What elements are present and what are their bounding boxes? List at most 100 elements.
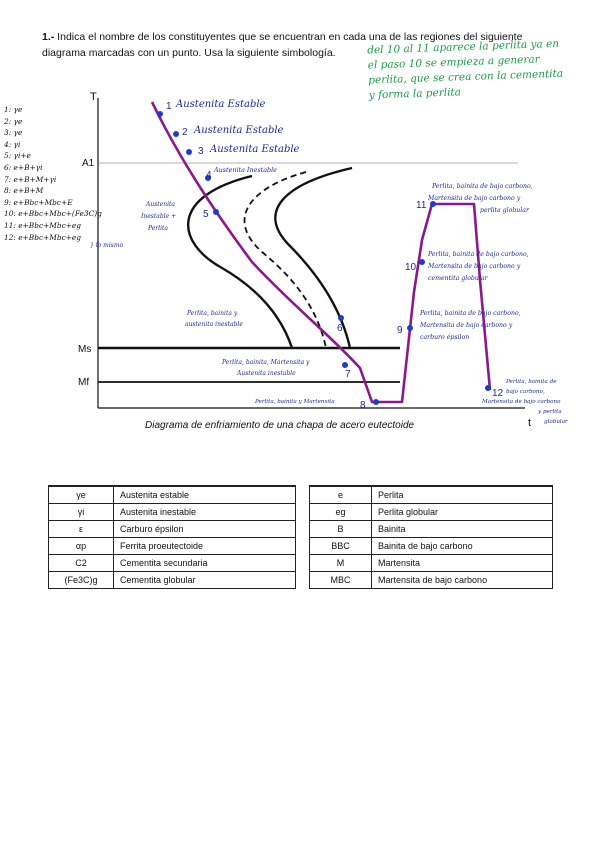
legend-item: 12: e+Bbc+Mbc+eg bbox=[4, 232, 82, 242]
legend-item: 9: e+Bbc+Mbc+E bbox=[4, 197, 73, 207]
point-number: 10 bbox=[405, 262, 417, 273]
axis-label-t: t bbox=[528, 417, 531, 429]
annotation-5: Austenita Inestable + Perlita bbox=[140, 201, 178, 232]
annotation-12: Perlita, bainita de bajo carbono, Marten… bbox=[481, 379, 568, 425]
legend-item: 10: e+Bbc+Mbc+(Fe3C)g bbox=[4, 209, 102, 219]
side-note: } lo mismo bbox=[90, 242, 124, 249]
symbol-cell: B bbox=[309, 520, 372, 538]
point-number: 5 bbox=[203, 209, 209, 220]
symbol-cell: C2 bbox=[48, 554, 114, 572]
name-cell: Perlita bbox=[371, 485, 553, 504]
point-number: 3 bbox=[198, 146, 204, 157]
legend-item: 1: γe bbox=[4, 105, 23, 114]
name-cell: Austenita estable bbox=[113, 485, 296, 504]
point-1 bbox=[157, 111, 163, 117]
name-cell: Bainita bbox=[371, 520, 553, 538]
annotation-10: Perlita, bainita de bajo carbono, Marten… bbox=[427, 251, 531, 282]
name-cell: Bainita de bajo carbono bbox=[371, 537, 553, 555]
point-9 bbox=[407, 325, 413, 331]
cooling-curve bbox=[150, 101, 492, 404]
name-cell: Ferrita proeutectoide bbox=[113, 537, 296, 555]
transformation-50-curve bbox=[243, 171, 327, 349]
point-number: 8 bbox=[360, 400, 366, 411]
point-number: 12 bbox=[492, 388, 504, 399]
symbol-cell: e bbox=[309, 485, 372, 504]
point-number: 4 bbox=[206, 170, 212, 181]
symbol-cell: γi bbox=[48, 503, 114, 521]
legend-item: 4: γi bbox=[4, 139, 21, 149]
ms-label: Ms bbox=[78, 344, 91, 355]
point-4 bbox=[205, 175, 211, 181]
legend-item: 8: e+B+M bbox=[4, 186, 44, 196]
symbol-cell: αp bbox=[48, 537, 114, 555]
symbol-cell: γe bbox=[48, 485, 114, 504]
name-cell: Martensita bbox=[371, 554, 553, 572]
point-6 bbox=[338, 315, 344, 321]
annotation-11: Perlita, bainita de bajo carbono, Marten… bbox=[427, 183, 535, 214]
a1-label: A1 bbox=[82, 158, 95, 169]
point-12 bbox=[485, 385, 491, 391]
annotation-3: Austenita Estable bbox=[209, 144, 300, 155]
handwritten-legend: 1: γe 2: γe 3: γe 4: γi 5: γi+e 6: e+B+γ… bbox=[4, 104, 102, 243]
annotation-6: Perlita, bainita y austenita inestable bbox=[185, 310, 243, 328]
point-3 bbox=[186, 149, 192, 155]
point-number: 6 bbox=[337, 323, 343, 334]
point-number: 11 bbox=[416, 200, 427, 211]
name-cell: Carburo épsilon bbox=[113, 520, 296, 538]
symbol-cell: MBC bbox=[309, 571, 372, 589]
transformation-start-curve bbox=[187, 174, 294, 349]
question-text: 1.- Indica el nombre de los constituyent… bbox=[42, 30, 542, 61]
legend-item: 2: γe bbox=[4, 116, 23, 126]
symbol-cell: BBC bbox=[309, 537, 372, 555]
point-number: 1 bbox=[166, 101, 172, 112]
annotation-4: Austenita Inestable bbox=[213, 166, 277, 174]
name-cell: Martensita de bajo carbono bbox=[371, 571, 553, 589]
mf-label: Mf bbox=[78, 377, 89, 388]
point-5 bbox=[213, 209, 219, 215]
point-number: 7 bbox=[345, 369, 351, 380]
point-2 bbox=[173, 131, 179, 137]
symbol-cell: eg bbox=[309, 503, 372, 521]
annotation-1: Austenita Estable bbox=[175, 99, 266, 110]
legend-item: 5: γi+e bbox=[4, 151, 31, 161]
symbol-cell: ε bbox=[48, 520, 114, 538]
question-body: Indica el nombre de los constituyentes q… bbox=[42, 31, 523, 59]
annotation-8: Perlita, bainita y Martensita bbox=[254, 399, 335, 405]
legend-item: 7: e+B+M+γi bbox=[4, 174, 57, 184]
transformation-end-curve bbox=[274, 166, 353, 349]
point-7 bbox=[342, 362, 348, 368]
point-10 bbox=[419, 259, 425, 265]
axis-label-T: T bbox=[90, 91, 97, 103]
legend-item: 6: e+B+γi bbox=[4, 162, 43, 172]
annotation-2: Austenita Estable bbox=[193, 125, 284, 136]
name-cell: Cementita secundaria bbox=[113, 554, 296, 572]
name-cell: Austenita inestable bbox=[113, 503, 296, 521]
annotation-9: Perlita, bainita de bajo carbono, Marten… bbox=[419, 310, 523, 341]
name-cell: Cementita globular bbox=[113, 571, 296, 589]
legend-item: 11: e+Bbc+Mbc+eg bbox=[4, 220, 82, 230]
point-11 bbox=[430, 201, 436, 207]
legend-item: 3: γe bbox=[4, 128, 23, 138]
question-number: 1.- bbox=[42, 31, 55, 43]
point-8 bbox=[373, 399, 379, 405]
point-number: 2 bbox=[182, 127, 188, 138]
annotation-7: Perlita, bainita, Martensita y Austenita… bbox=[221, 359, 311, 377]
name-cell: Perlita globular bbox=[371, 503, 553, 521]
symbol-cell: (Fe3C)g bbox=[48, 571, 114, 589]
cooling-diagram: T t A1 Ms Mf 1 2 3 4 5 6 7 8 9 10 11 12 … bbox=[78, 91, 568, 431]
symbol-cell: M bbox=[309, 554, 372, 572]
